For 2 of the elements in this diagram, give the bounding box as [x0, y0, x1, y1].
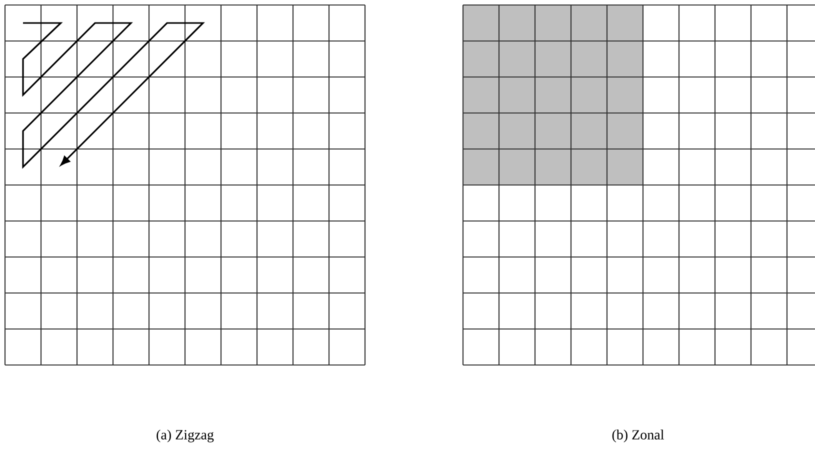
subfigure-caption: (a) Zigzag [156, 430, 214, 442]
subfigure-caption: (b) Zonal [612, 430, 664, 442]
